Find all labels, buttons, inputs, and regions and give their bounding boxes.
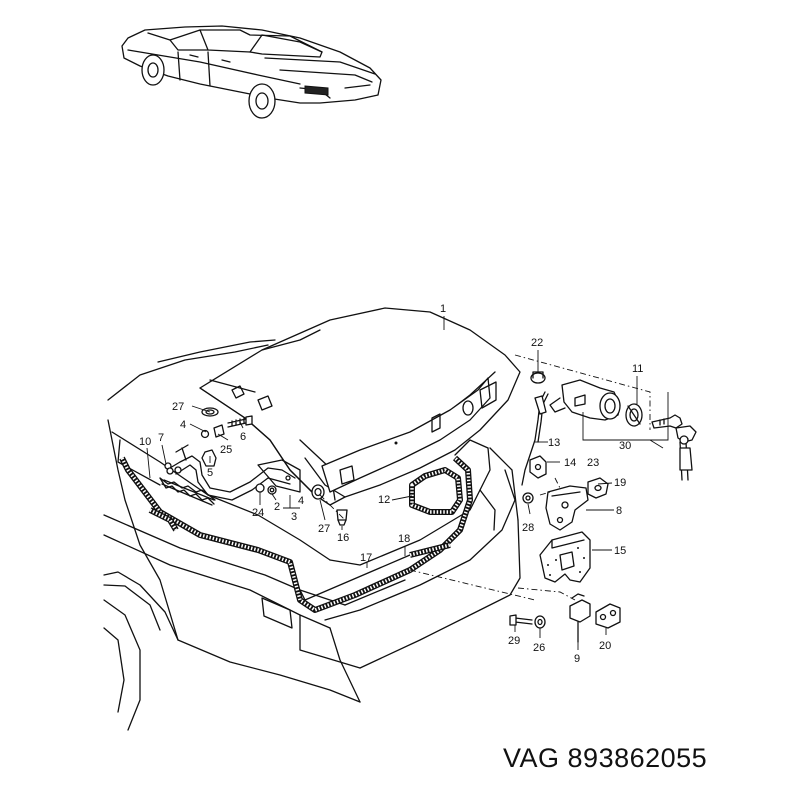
callout-27-lower: 27 [318,523,330,535]
callout-27-left: 27 [172,401,184,413]
callout-4-upper: 4 [180,419,186,431]
callout-10: 10 [139,436,151,448]
callout-2: 2 [274,501,280,513]
leader-lines [146,316,669,650]
callout-12: 12 [378,494,390,506]
callout-13: 13 [548,437,560,449]
callout-18: 18 [398,533,410,545]
trunk-lid [199,307,521,506]
callout-25: 25 [220,444,232,456]
brand-label: VAG [503,743,560,773]
callout-labels: 1 22 11 27 4 10 7 6 25 5 30 13 23 14 19 … [139,303,643,665]
callout-30: 30 [619,440,631,452]
callout-29: 29 [508,635,520,647]
car-thumbnail [121,25,382,119]
callout-3: 3 [291,511,297,523]
callout-8: 8 [616,505,622,517]
callout-5: 5 [207,467,213,479]
callout-19: 19 [614,477,626,489]
callout-23: 23 [587,457,599,469]
callout-15: 15 [614,545,626,557]
callout-11: 11 [632,363,643,375]
callout-20: 20 [599,640,611,652]
callout-4-lower: 4 [298,495,304,507]
callout-7: 7 [158,432,164,444]
part-caption: VAG 893862055 [503,743,707,774]
callout-9: 9 [574,653,580,665]
callout-17: 17 [360,552,372,564]
callout-6: 6 [240,431,246,443]
callout-26: 26 [533,642,545,654]
car-rear-body [103,339,521,731]
callout-24: 24 [252,507,264,519]
lock-assembly [409,371,697,643]
callout-28: 28 [522,522,534,534]
part-number: 893862055 [567,743,708,773]
callout-16: 16 [337,532,349,544]
callout-1: 1 [440,303,446,315]
callout-14: 14 [564,457,576,469]
callout-22: 22 [531,337,543,349]
